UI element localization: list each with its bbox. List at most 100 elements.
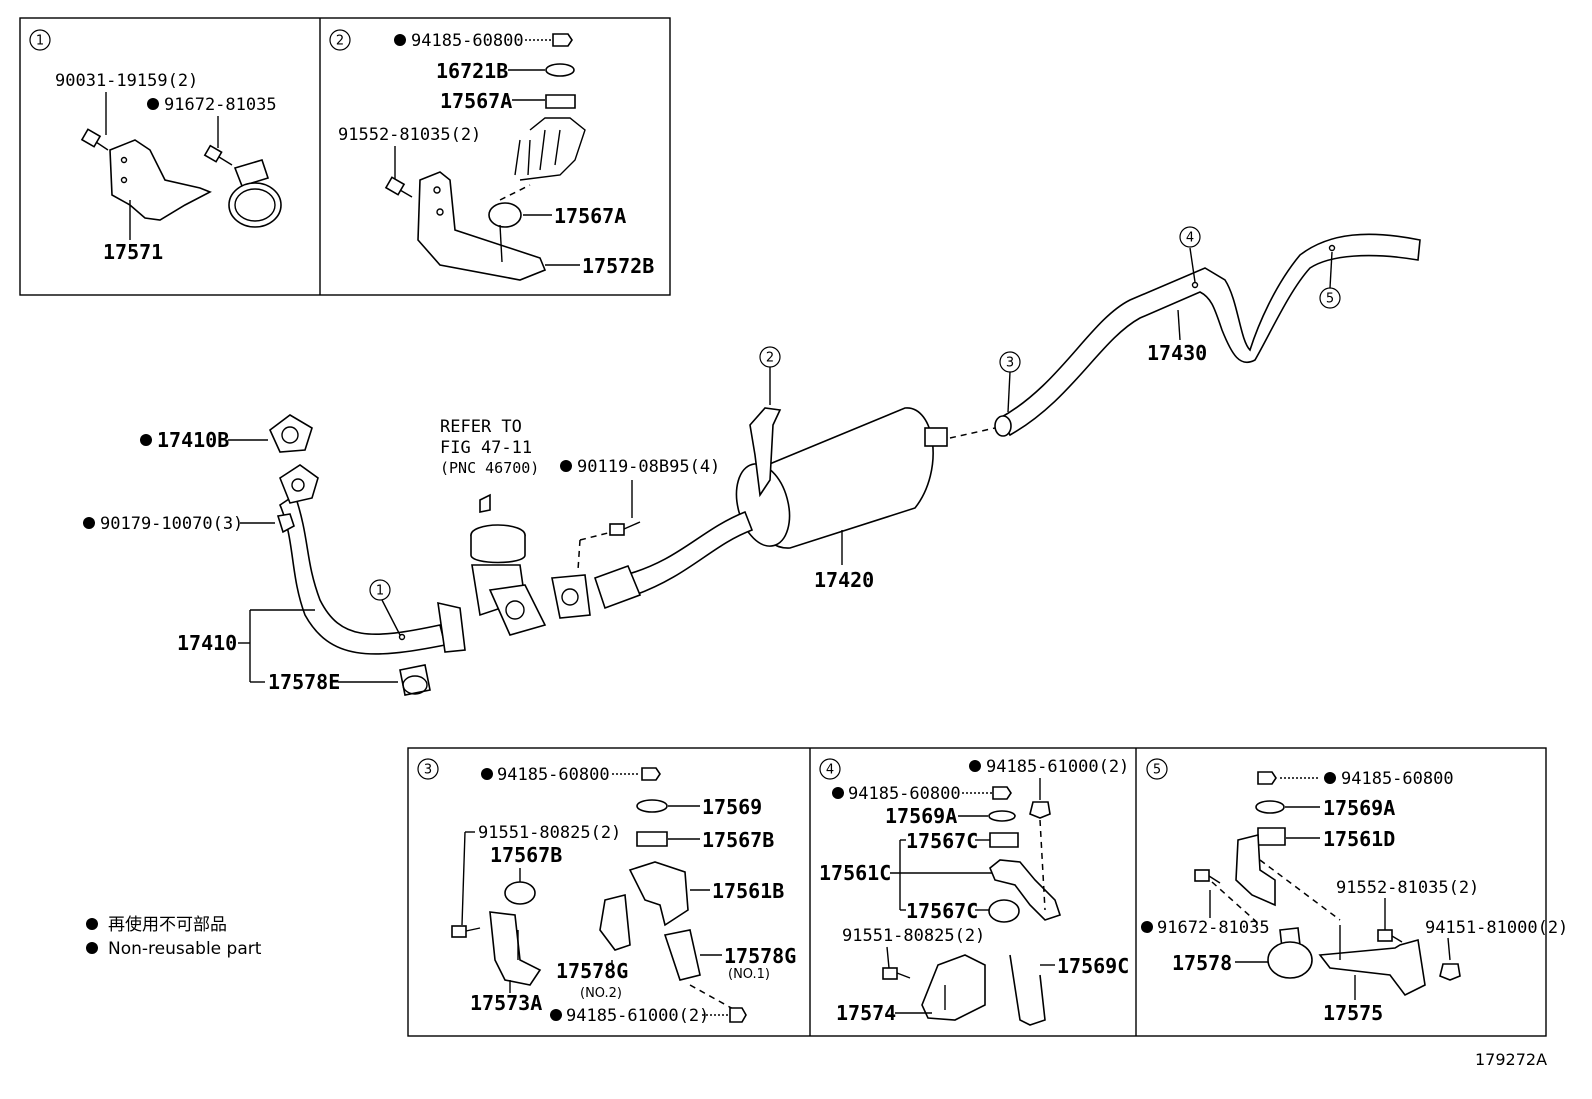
non-reusable-dot bbox=[86, 918, 98, 930]
clamp-icon bbox=[1267, 927, 1313, 979]
part-label-17567A-top: 17567A bbox=[440, 89, 512, 113]
bolt-icon bbox=[384, 176, 413, 198]
refer-line-1: REFER TO bbox=[440, 417, 522, 437]
non-reusable-dot bbox=[1141, 921, 1153, 933]
cushion-icon bbox=[989, 832, 1019, 848]
bracket-part bbox=[489, 911, 542, 986]
part-label-17578G-no1: 17578G bbox=[724, 944, 796, 968]
label-no1: (NO.1) bbox=[728, 967, 770, 982]
part-label-91672-81035: 91672-81035 bbox=[164, 95, 277, 115]
part-label-17561D: 17561D bbox=[1323, 827, 1395, 851]
part-label-16721B: 16721B bbox=[436, 59, 508, 83]
clamp-icon bbox=[663, 929, 701, 981]
front-pipe-17410 bbox=[279, 493, 446, 655]
bracket-part bbox=[1235, 833, 1276, 907]
part-label-17567B-right: 17567B bbox=[702, 828, 774, 852]
bolt-icon bbox=[609, 521, 641, 536]
nut-icon bbox=[552, 33, 573, 47]
legend-english: Non-reusable part bbox=[108, 939, 262, 959]
clamp-icon bbox=[599, 893, 631, 951]
part-label-94151-81000: 94151-81000(2) bbox=[1425, 918, 1568, 938]
cushion-icon bbox=[988, 899, 1020, 923]
cushion-icon bbox=[636, 831, 668, 847]
part-label-17569C: 17569C bbox=[1057, 954, 1129, 978]
bolt-icon bbox=[451, 925, 481, 938]
non-reusable-dot bbox=[550, 1009, 562, 1021]
part-label-94185-61000-b4: 94185-61000(2) bbox=[986, 757, 1129, 777]
nut-icon bbox=[729, 1007, 747, 1023]
callout-3: 3 bbox=[1006, 356, 1014, 371]
part-label-91551-80825: 91551-80825(2) bbox=[478, 823, 621, 843]
part-label-17567C-top: 17567C bbox=[906, 829, 978, 853]
callout-5: 5 bbox=[1326, 292, 1334, 307]
bolt-icon bbox=[1377, 929, 1403, 943]
detail-2-number: 2 bbox=[336, 34, 344, 49]
part-label-94185-60800-b5: 94185-60800 bbox=[1341, 769, 1454, 789]
hanger-bracket bbox=[749, 407, 782, 498]
part-label-17578E: 17578E bbox=[268, 670, 340, 694]
part-label-17569: 17569 bbox=[702, 795, 762, 819]
clamp-icon bbox=[228, 159, 282, 228]
part-label-17420: 17420 bbox=[814, 568, 874, 592]
washer-icon bbox=[636, 799, 668, 813]
callout-1: 1 bbox=[376, 584, 384, 599]
intermediate-pipe bbox=[623, 510, 754, 596]
part-label-17578G-no2: 17578G bbox=[556, 959, 628, 983]
part-label-94185-60800-b4: 94185-60800 bbox=[848, 784, 961, 804]
legend: 再使用不可部品 Non-reusable part bbox=[86, 914, 262, 959]
non-reusable-dot bbox=[481, 768, 493, 780]
part-label-17572B: 17572B bbox=[582, 254, 654, 278]
non-reusable-dot bbox=[86, 942, 98, 954]
non-reusable-dot bbox=[560, 460, 572, 472]
part-label-90119-08B95: 90119-08B95(4) bbox=[577, 457, 720, 477]
figure-id: 179272A bbox=[1475, 1050, 1547, 1069]
hanger-strap bbox=[1009, 954, 1046, 1026]
part-label-94185-60800: 94185-60800 bbox=[411, 31, 524, 51]
gasket-17410B bbox=[269, 414, 313, 453]
detail-4-number: 4 bbox=[826, 763, 834, 778]
washer-icon bbox=[988, 810, 1016, 822]
callout-2: 2 bbox=[766, 351, 774, 366]
part-label-17561C: 17561C bbox=[819, 861, 891, 885]
nut-icon bbox=[1439, 963, 1461, 981]
part-label-91552-81035-b5: 91552-81035(2) bbox=[1336, 878, 1479, 898]
tail-pipe-17430 bbox=[998, 233, 1421, 437]
non-reusable-dot bbox=[1324, 772, 1336, 784]
non-reusable-dot bbox=[394, 34, 406, 46]
part-label-94185-60800-b3: 94185-60800 bbox=[497, 765, 610, 785]
part-label-17430: 17430 bbox=[1147, 341, 1207, 365]
part-label-17410B: 17410B bbox=[157, 428, 229, 452]
detail-5-number: 5 bbox=[1153, 763, 1161, 778]
part-label-17561B: 17561B bbox=[712, 879, 784, 903]
nut-icon bbox=[1257, 771, 1277, 785]
label-no2: (NO.2) bbox=[580, 986, 622, 1001]
nut-icon bbox=[1029, 801, 1051, 819]
detail-3: 3 94185-60800 17569 17567B 91551-80825(2… bbox=[417, 758, 796, 1026]
part-label-17574: 17574 bbox=[836, 1001, 896, 1025]
bracket-part bbox=[989, 859, 1062, 921]
cushion-icon bbox=[488, 202, 522, 228]
detail-5: 5 94185-60800 17569A 17561D 91552-81035(… bbox=[1141, 758, 1568, 1025]
detail-1: 1 90031-19159(2) 91672-81035 17571 bbox=[29, 29, 282, 264]
part-label-91672-81035-b5: 91672-81035 bbox=[1157, 918, 1270, 938]
bracket-part bbox=[628, 861, 689, 927]
refer-line-2: FIG 47-11 bbox=[440, 438, 532, 458]
detail-1-number: 1 bbox=[36, 34, 44, 49]
non-reusable-dot bbox=[147, 98, 159, 110]
nut-icon bbox=[276, 513, 295, 534]
bolt-icon bbox=[80, 128, 109, 151]
cushion-icon bbox=[545, 94, 576, 109]
detail-3-number: 3 bbox=[424, 763, 432, 778]
non-reusable-dot bbox=[140, 434, 152, 446]
detail-box-bottom bbox=[407, 747, 1547, 1037]
flange bbox=[279, 464, 319, 504]
part-label-17567A: 17567A bbox=[554, 204, 626, 228]
part-label-90179-10070: 90179-10070(3) bbox=[100, 514, 243, 534]
catalytic-converter bbox=[470, 493, 547, 636]
heat-shield-part bbox=[109, 139, 212, 221]
part-label-17573A: 17573A bbox=[470, 991, 542, 1015]
bolt-icon bbox=[203, 144, 233, 166]
non-reusable-dot bbox=[832, 787, 844, 799]
part-label-91552-81035: 91552-81035(2) bbox=[338, 125, 481, 145]
